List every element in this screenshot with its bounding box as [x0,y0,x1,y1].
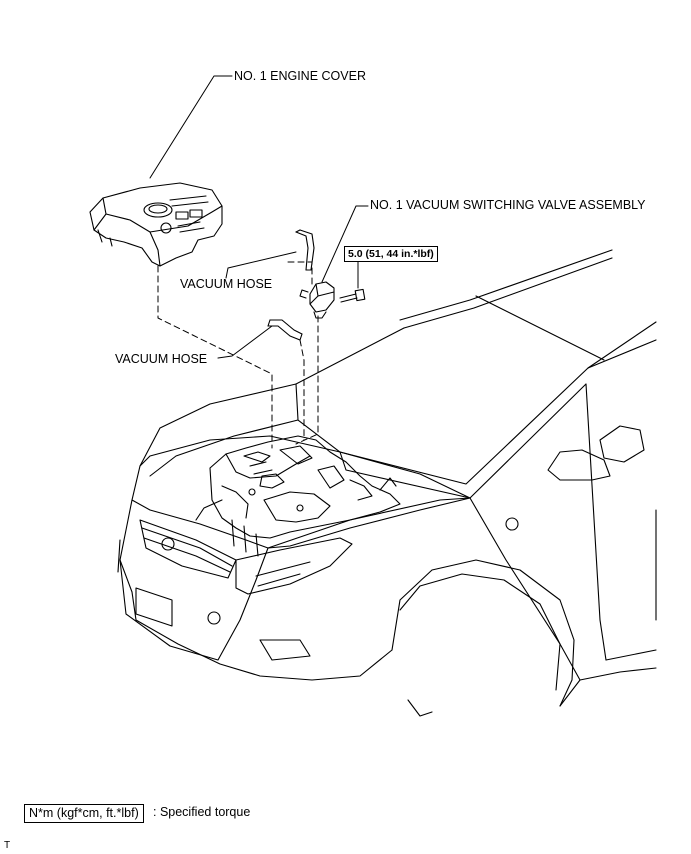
vacuum-hose-lower-part [267,319,303,341]
corner-code: T [4,840,11,851]
vacuum-hose-upper-label: VACUUM HOSE [180,277,273,291]
legend-description: : Specified torque [153,805,251,819]
vacuum-hose-upper-leader [225,251,297,279]
bolt-part [339,288,366,303]
engine-assembly [195,435,401,557]
torque-spec-box: 5.0 (51, 44 in.*lbf) [344,246,438,262]
vacuum-hose-lower-leader [217,325,273,359]
assembly-dashed-lines [157,261,319,449]
vsv-assembly-label: NO. 1 VACUUM SWITCHING VALVE ASSEMBLY [370,198,646,212]
engine-cover-part [89,182,223,267]
vacuum-hose-upper-part [295,229,315,271]
engine-cover-leader [149,75,233,179]
vacuum-hose-lower-label: VACUUM HOSE [115,352,208,366]
vacuum-switching-valve-part [299,281,335,319]
legend-unit-box: N*m (kgf*cm, ft.*lbf) [24,804,144,823]
car-body [117,249,657,717]
engine-cover-label: NO. 1 ENGINE COVER [234,69,366,83]
vsv-leader [321,205,369,283]
